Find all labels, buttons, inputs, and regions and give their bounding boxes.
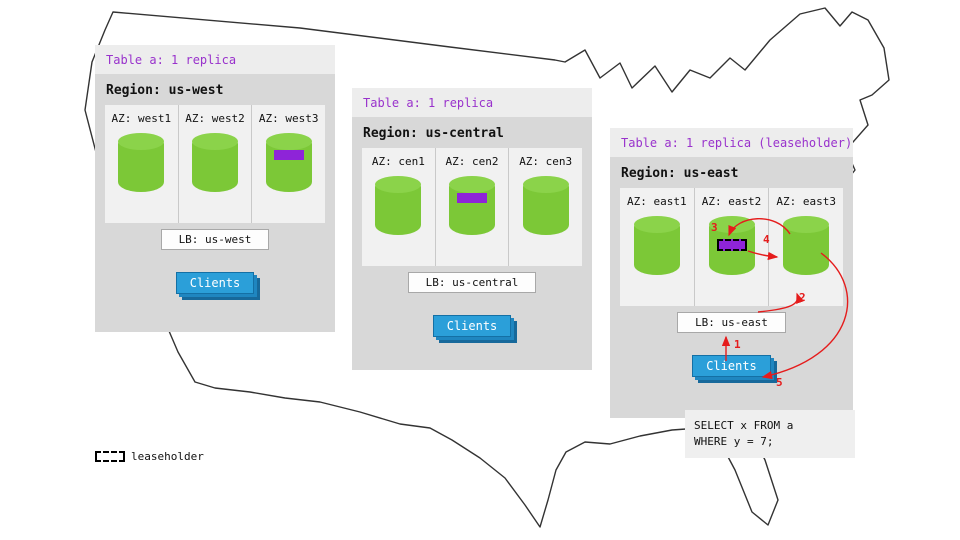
replica-band [273, 150, 304, 160]
database-cylinder-icon [192, 133, 238, 192]
sql-query-box: SELECT x FROM a WHERE y = 7; [685, 410, 855, 458]
replica-band [457, 193, 487, 203]
az-column-cen1: AZ: cen1 [362, 148, 436, 266]
az-label: AZ: west3 [258, 112, 319, 125]
database-cylinder-icon [265, 133, 312, 192]
region-panel-us-east: Table a: 1 replica (leaseholder) Region:… [610, 128, 853, 418]
step-number-2: 2 [799, 291, 806, 304]
database-cylinder-icon [375, 176, 422, 235]
database-cylinder-icon [783, 216, 830, 275]
az-label: AZ: east2 [701, 195, 762, 208]
table-replica-header: Table a: 1 replica [352, 88, 592, 117]
clients-box: Clients [175, 272, 255, 294]
az-label: AZ: cen1 [371, 155, 425, 168]
az-container: AZ: east1 AZ: east2 AZ: east3 [620, 188, 843, 306]
database-cylinder-icon [118, 133, 165, 192]
az-label: AZ: cen3 [519, 155, 573, 168]
az-label: AZ: cen2 [445, 155, 499, 168]
load-balancer-box: LB: us-central [407, 272, 537, 293]
database-cylinder-icon [522, 176, 569, 235]
az-column-east3: AZ: east3 [769, 188, 843, 306]
az-container: AZ: cen1 AZ: cen2 AZ: cen3 [362, 148, 582, 266]
az-column-cen2: AZ: cen2 [436, 148, 510, 266]
region-panel-us-west: Table a: 1 replica Region: us-west AZ: w… [95, 45, 335, 332]
step-number-5: 5 [776, 376, 783, 389]
region-panel-us-central: Table a: 1 replica Region: us-central AZ… [352, 88, 592, 370]
database-cylinder-icon [449, 176, 495, 235]
step-number-1: 1 [734, 338, 741, 351]
leaseholder-swatch-icon [95, 451, 125, 462]
region-title: Region: us-east [621, 166, 739, 181]
az-column-west1: AZ: west1 [105, 105, 179, 223]
leaseholder-replica-band [716, 239, 747, 251]
az-column-east1: AZ: east1 [620, 188, 695, 306]
az-container: AZ: west1 AZ: west2 AZ: west3 [105, 105, 325, 223]
az-column-west3: AZ: west3 [252, 105, 325, 223]
load-balancer-box: LB: us-west [160, 229, 270, 250]
az-column-west2: AZ: west2 [179, 105, 253, 223]
az-label: AZ: east3 [776, 195, 836, 208]
step-number-3: 3 [711, 221, 718, 234]
az-column-east2: AZ: east2 [695, 188, 770, 306]
clients-box: Clients [432, 315, 512, 337]
leaseholder-legend: leaseholder [95, 450, 204, 463]
table-replica-leaseholder-header: Table a: 1 replica (leaseholder) [610, 128, 853, 157]
load-balancer-box: LB: us-east [677, 312, 786, 333]
clients-box: Clients [692, 355, 771, 377]
region-title: Region: us-west [106, 83, 224, 98]
legend-label: leaseholder [131, 450, 204, 463]
az-label: AZ: west1 [111, 112, 172, 125]
table-replica-header: Table a: 1 replica [95, 45, 335, 74]
region-title: Region: us-central [363, 126, 504, 141]
step-number-4: 4 [763, 233, 770, 246]
az-column-cen3: AZ: cen3 [509, 148, 582, 266]
az-label: AZ: east1 [627, 195, 687, 208]
database-cylinder-icon [633, 216, 680, 275]
az-label: AZ: west2 [185, 112, 245, 125]
